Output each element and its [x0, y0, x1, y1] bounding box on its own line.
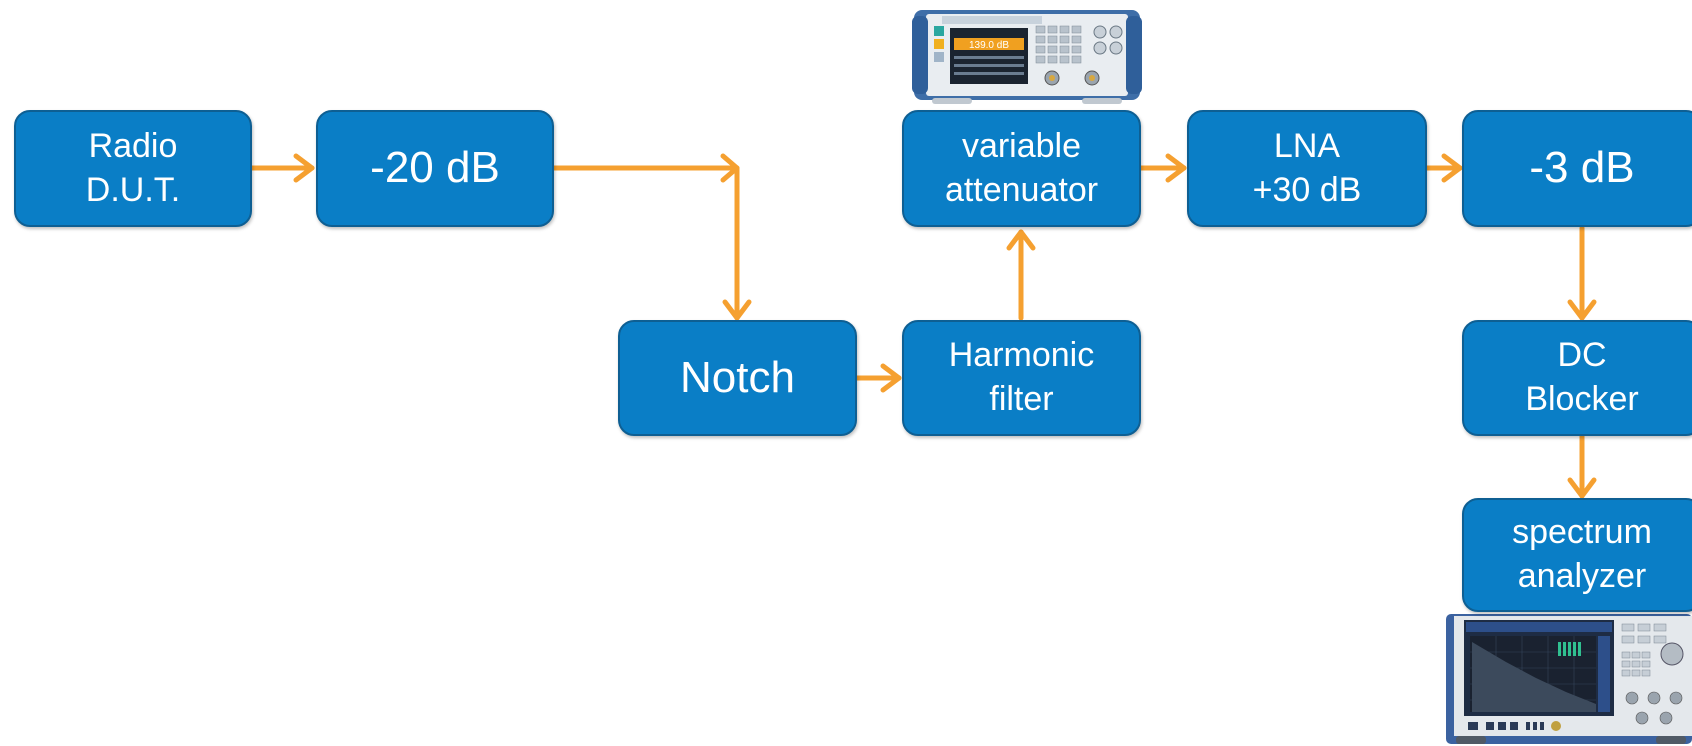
attenuator-20db-label: -20 dB	[370, 143, 500, 193]
radio-dut-label: Radio D.U.T.	[85, 126, 181, 209]
arrow-20db-to-notch	[551, 165, 740, 321]
notch-block: Notch	[618, 320, 857, 436]
spectrum-analyzer-block: spectrum analyzer	[1462, 498, 1692, 612]
spectrum-analyzer-instrument-image	[1446, 614, 1692, 744]
dc-blocker-label: DC Blocker	[1525, 336, 1639, 418]
attenuator-3db-block: -3 dB	[1462, 110, 1692, 227]
arrowhead-attenuator-to-lna	[1165, 153, 1187, 183]
arrowhead-notch-to-harmonic	[880, 363, 902, 393]
arrowhead-harmonic-to-attenuator	[1006, 229, 1036, 251]
arrowhead-dcblocker-to-analyzer	[1567, 477, 1597, 499]
spectrum-analyzer-label: spectrum analyzer	[1512, 513, 1652, 595]
lna-block: LNA +30 dB	[1187, 110, 1427, 227]
harmonic-filter-block: Harmonic filter	[902, 320, 1141, 436]
variable-attenuator-label: variable attenuator	[944, 126, 1099, 209]
arrowhead-lna-to-3db	[1441, 153, 1463, 183]
notch-label: Notch	[680, 352, 795, 402]
harmonic-filter-label: Harmonic filter	[948, 336, 1095, 418]
attenuator-20db-block: -20 dB	[316, 110, 554, 227]
arrowhead-to-notch	[722, 299, 752, 321]
arrowhead-3db-to-dcblocker	[1567, 299, 1597, 321]
variable-attenuator-block: variable attenuator	[902, 110, 1141, 227]
attenuator-instrument-image: 139.0 dB	[912, 10, 1142, 104]
attenuator-3db-label: -3 dB	[1529, 143, 1635, 193]
arrowhead-corner	[720, 153, 740, 183]
lna-label: LNA +30 dB	[1252, 126, 1362, 209]
attenuator-display-value: 139.0 dB	[969, 40, 1009, 51]
dc-blocker-block: DC Blocker	[1462, 320, 1692, 436]
radio-dut-block: Radio D.U.T.	[14, 110, 252, 227]
arrowhead-radio-to-20db	[293, 153, 315, 183]
